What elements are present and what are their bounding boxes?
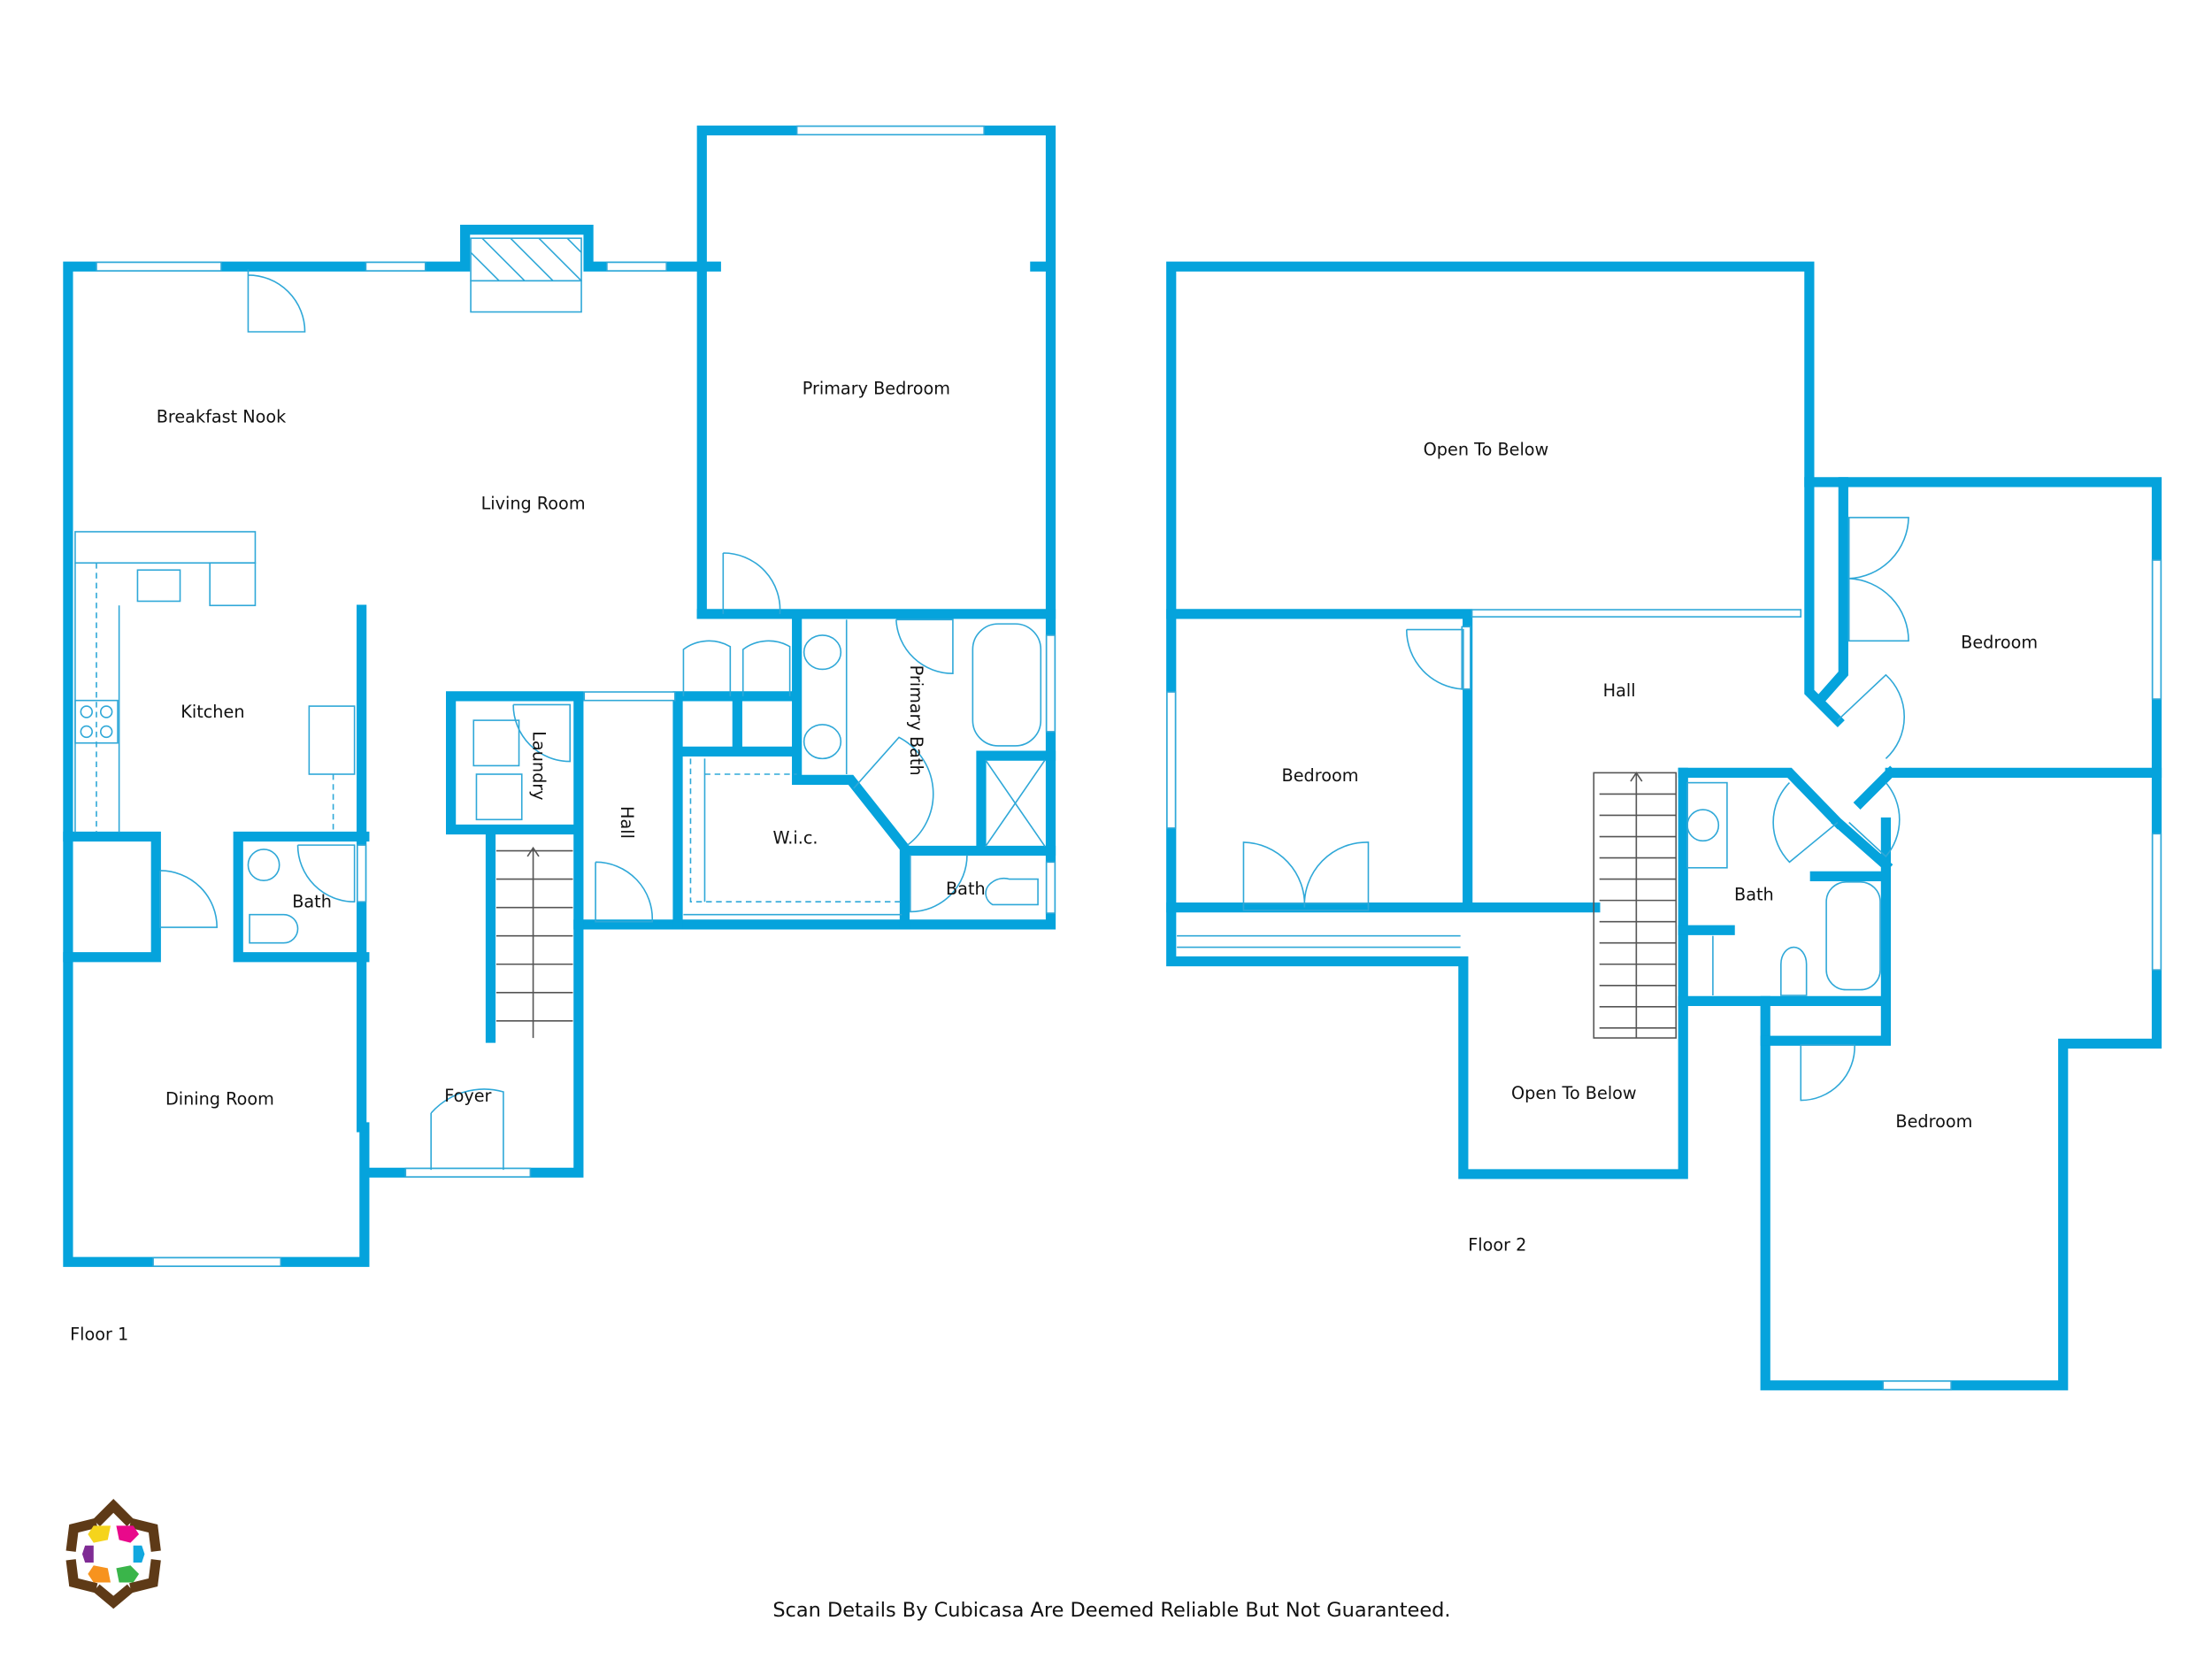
room-label-living-room: Living Room [481, 493, 586, 513]
floor-2-label: Floor 2 [1468, 1234, 1526, 1255]
dryer-icon [475, 773, 523, 821]
disclaimer-text: Scan Details By Cubicasa Are Deemed Reli… [772, 1599, 1450, 1622]
railing [1471, 609, 1802, 618]
washer-icon [472, 719, 520, 767]
floor-2-fixtures [1686, 781, 1881, 996]
sink-icon [803, 634, 842, 671]
toilet-icon [985, 877, 1039, 906]
floor-2-stairs [1593, 771, 1678, 1039]
room-label-primary-bedroom: Primary Bedroom [803, 379, 950, 399]
room-label-open-to-below: Open To Below [1424, 439, 1549, 459]
bathtub-icon [1825, 880, 1881, 991]
floor-1-plan: Breakfast Nook Living Room Primary Bedro… [63, 125, 1056, 1344]
floor-1-doors [159, 269, 968, 1171]
sink-icon [803, 724, 842, 760]
fireplace [470, 237, 582, 313]
bathtub-icon [972, 623, 1042, 747]
room-label-bedroom: Bedroom [1895, 1111, 1972, 1132]
cubicasa-logo [65, 1498, 161, 1609]
toilet-icon [1780, 946, 1808, 996]
floor-2-exterior-walls [1166, 261, 2162, 1391]
room-label-laundry: Laundry [529, 731, 549, 800]
floor-2-windows [1166, 559, 2162, 1391]
stairs-arrow-icon [1630, 771, 1643, 1039]
floor-1-windows [96, 125, 1056, 1267]
floor-2-doors [1242, 517, 1909, 1102]
room-label-primary-bath: Primary Bath [906, 665, 926, 776]
room-label-dining-room: Dining Room [165, 1088, 274, 1109]
shower-icon [985, 759, 1046, 848]
room-label-bath-2: Bath [946, 879, 986, 899]
sink-icon [1686, 809, 1720, 842]
floor-2-plan: Open To Below Bedroom Hall Bedroom Bath … [1166, 261, 2162, 1391]
room-label-bedroom: Bedroom [1961, 632, 2038, 652]
kitchen-counters [74, 531, 356, 833]
toilet-icon [249, 913, 299, 944]
floor-1-interior-walls [63, 604, 1056, 1133]
sink-icon [247, 849, 280, 881]
room-label-bath: Bath [292, 892, 332, 912]
room-label-kitchen: Kitchen [180, 702, 244, 722]
room-label-hall: Hall [617, 806, 637, 839]
floor-1-stairs [495, 846, 573, 1039]
stairs-up-arrow-icon [526, 846, 540, 1039]
room-label-bath: Bath [1734, 885, 1774, 905]
room-label-open-to-below: Open To Below [1511, 1083, 1637, 1103]
room-label-bedroom: Bedroom [1282, 765, 1359, 786]
floor-1-fixtures [247, 619, 1046, 944]
room-label-wic: W.i.c. [773, 828, 818, 849]
room-label-foyer: Foyer [444, 1086, 491, 1106]
room-label-hall: Hall [1603, 680, 1636, 701]
room-label-breakfast-nook: Breakfast Nook [157, 407, 287, 427]
floor-1-label: Floor 1 [70, 1324, 128, 1344]
floor-2-interior-walls [1166, 477, 2162, 1046]
